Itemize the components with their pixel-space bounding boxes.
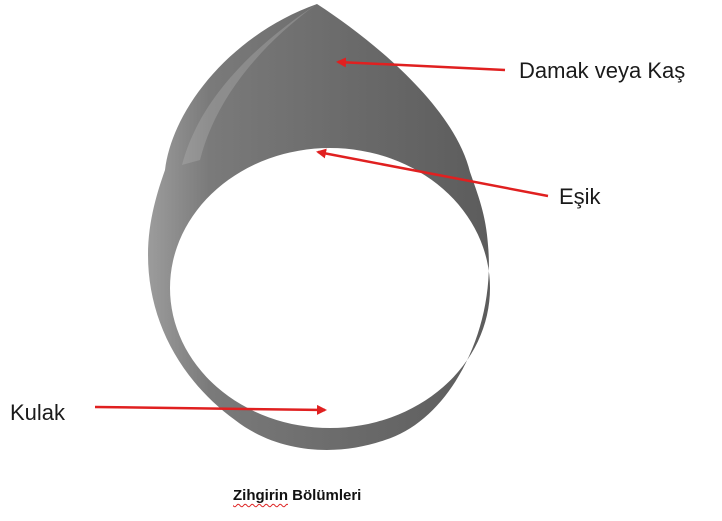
label-esik: Eşik <box>559 186 601 208</box>
caption-word-bolumleri: Bölümleri <box>292 487 361 504</box>
diagram-caption: Zihgirin Bölümleri <box>233 487 361 504</box>
caption-word-zihgirin: Zihgirin <box>233 487 288 504</box>
label-damak: Damak veya Kaş <box>519 60 685 82</box>
ring-body <box>148 4 490 450</box>
arrow-kulak <box>95 407 325 410</box>
label-kulak: Kulak <box>10 402 65 424</box>
